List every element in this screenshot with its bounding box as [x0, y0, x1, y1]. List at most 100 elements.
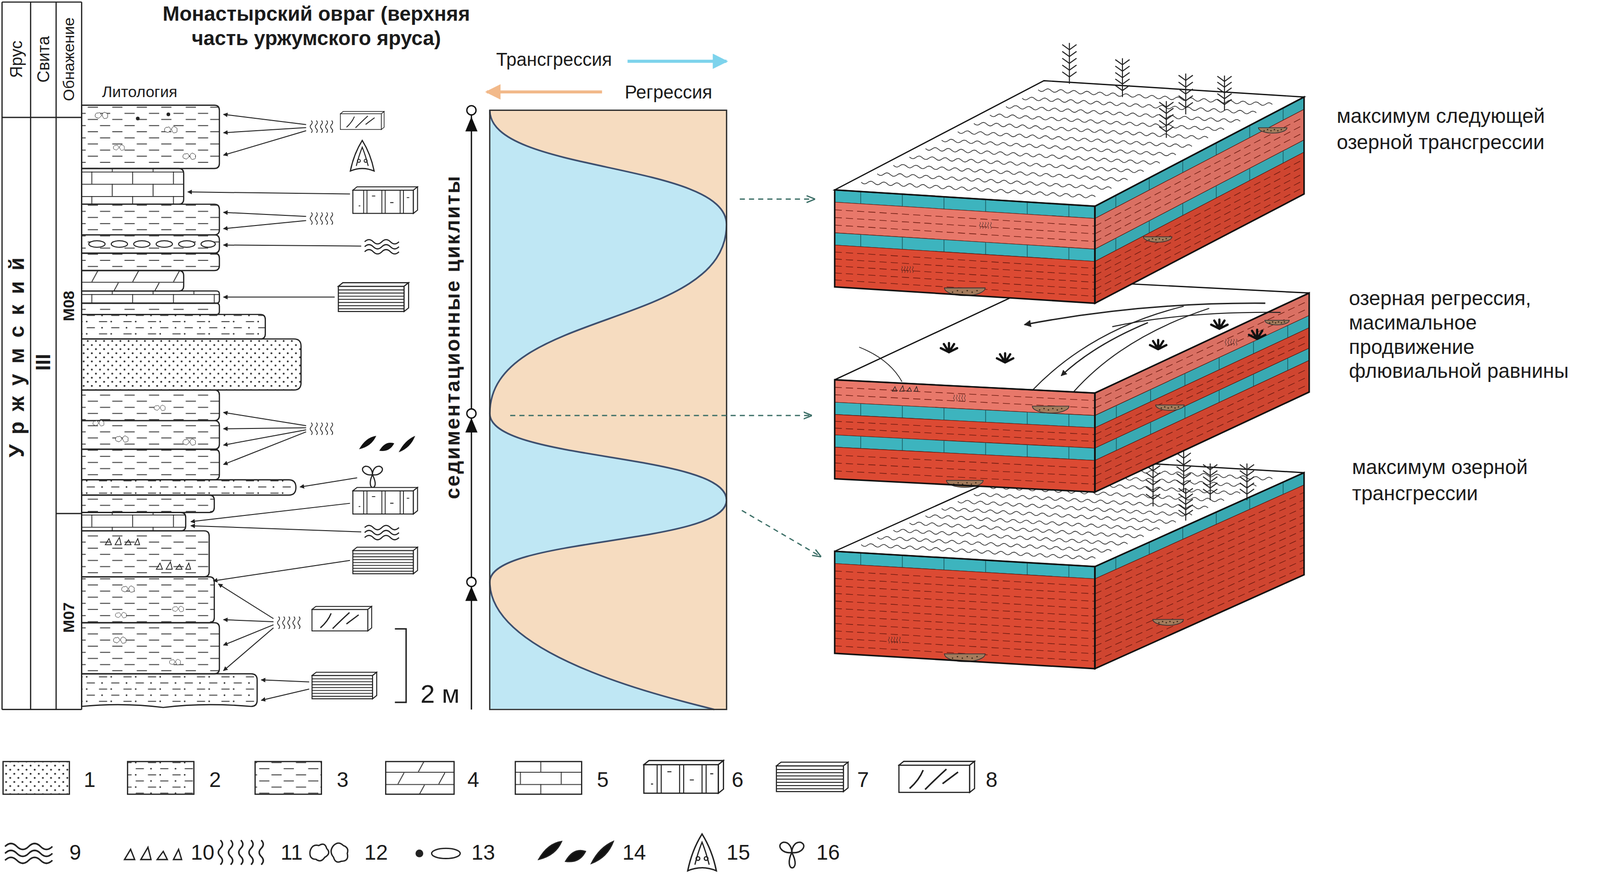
layer-side [1094, 360, 1310, 492]
silt-line [834, 265, 1095, 283]
limestone-joint [1287, 357, 1289, 371]
figure-part [81, 204, 219, 236]
plant-branch [1062, 51, 1077, 57]
trend-label: Регрессия [624, 81, 713, 103]
lens-grain [1060, 407, 1063, 409]
legend-number: 14 [622, 840, 646, 865]
formation-number: III [32, 353, 54, 371]
river-flow [1112, 312, 1281, 327]
breccia-marks [892, 385, 919, 392]
lens-grain [1148, 238, 1150, 241]
lens-grain [1158, 237, 1161, 240]
figure-part [515, 761, 582, 795]
figure-part [299, 477, 357, 487]
figure-part [218, 583, 274, 619]
plant-branch [1202, 489, 1218, 495]
lens-grain [1162, 620, 1164, 622]
water-wave [973, 122, 1209, 139]
channel-lens [1152, 619, 1184, 626]
figure-part [190, 503, 351, 522]
figure-part [81, 290, 219, 304]
lens-grain [961, 657, 963, 659]
limestone-joint [1068, 446, 1070, 460]
figure-part [352, 546, 418, 574]
stage-caption: максимум следующей озерной трансгрессии [1336, 102, 1595, 156]
lens-grain [1052, 407, 1054, 409]
legend-number: 8 [985, 767, 998, 792]
plant-branch [1202, 476, 1218, 482]
plant-branch [1178, 102, 1193, 108]
plant-branch [1217, 76, 1232, 82]
lens-grain [1158, 621, 1160, 623]
scale-bracket [394, 628, 406, 703]
water-wave [877, 172, 1112, 190]
figure-part [223, 212, 307, 217]
plant-branch [1178, 504, 1193, 510]
lens-grain [1280, 128, 1283, 131]
figure-part [113, 144, 125, 151]
sample-symbols [277, 111, 418, 699]
figure-part [1, 708, 82, 710]
plant-branch [1145, 479, 1161, 485]
lens-grain [1176, 620, 1179, 622]
silt-line [834, 600, 1095, 616]
limestone-joint [1068, 414, 1070, 427]
figure-part [510, 414, 812, 417]
lens-grain [957, 481, 959, 484]
limestone-joint [943, 557, 945, 570]
channel-lens [1155, 404, 1185, 411]
limestone-joint [943, 440, 945, 453]
water-wave [1006, 105, 1241, 123]
figure-part [223, 619, 274, 622]
silt-line [1094, 186, 1305, 296]
figure-part [223, 624, 274, 645]
limestone-joint [902, 438, 904, 451]
figure-part [310, 842, 348, 862]
scale-label: 2 м [420, 679, 460, 709]
lens-grain [1160, 407, 1163, 409]
figure-part [687, 833, 717, 871]
water-wave [893, 529, 1128, 545]
figure-part [178, 240, 195, 248]
lens-grain [1165, 621, 1168, 623]
limestone-joint [1253, 374, 1255, 387]
plant-branch [1176, 479, 1191, 485]
limestone-joint [1184, 373, 1186, 386]
top-surface [834, 80, 1304, 207]
silt-line [1094, 375, 1310, 476]
lens-grain [1151, 237, 1154, 240]
column-title: Литология [102, 82, 178, 101]
lens-grain [1273, 128, 1276, 131]
limestone-joint [1115, 557, 1117, 570]
figure-part [538, 840, 614, 864]
figure-part [169, 659, 181, 665]
figure-part [310, 422, 333, 435]
figure-part [310, 120, 333, 133]
lens-grain [975, 481, 977, 484]
lens-grain [1174, 407, 1176, 409]
figure-part [362, 466, 383, 488]
river-flow [1024, 303, 1266, 325]
figure-part [172, 605, 184, 612]
figure-part [364, 525, 400, 540]
plant-branch [1178, 488, 1193, 494]
lens-grain [1163, 406, 1166, 408]
legend-number: 16 [816, 840, 841, 865]
lens-grain [1173, 621, 1175, 623]
limestone-joint [1150, 389, 1152, 402]
limestone-joint [1150, 421, 1152, 435]
limestone-joint [1287, 325, 1289, 338]
silt-line [834, 578, 1095, 594]
column-header: Обнажение [60, 17, 78, 102]
water-wave [941, 507, 1176, 524]
figure-part [223, 412, 307, 426]
plant-branch [1145, 472, 1161, 478]
figure-part [352, 186, 418, 214]
water-wave [893, 164, 1128, 181]
figure-part [898, 760, 975, 792]
figure-part [81, 673, 258, 708]
legend-number: 11 [280, 840, 303, 865]
limestone-joint [943, 196, 945, 210]
lens-grain [1170, 406, 1173, 408]
figure-part [81, 530, 209, 577]
